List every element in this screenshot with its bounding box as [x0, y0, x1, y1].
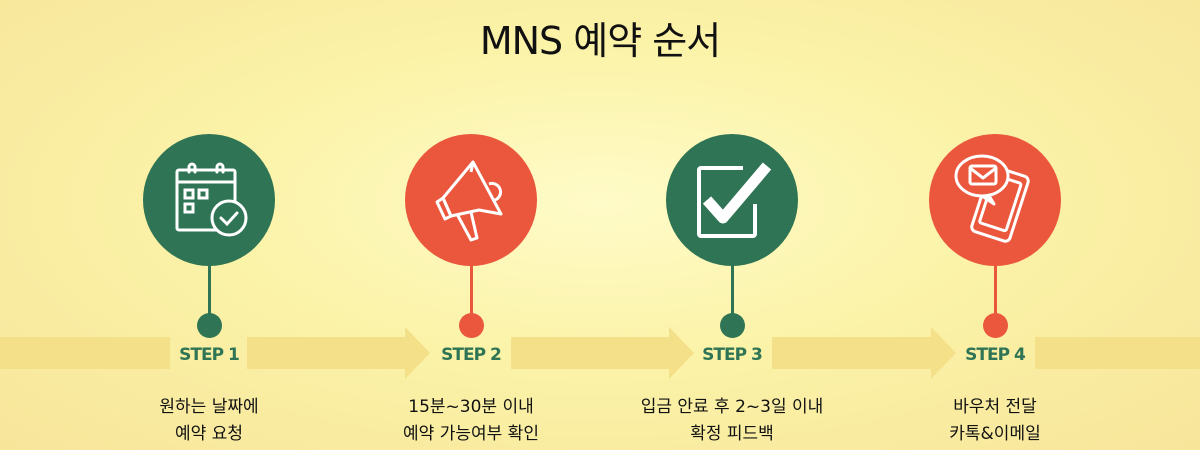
step-3-description: 입금 안료 후 2~3일 이내 확정 피드백	[602, 394, 862, 448]
step-1-connector	[208, 262, 211, 322]
step-1-line-1: 원하는 날짜에	[159, 397, 259, 417]
step-3-connector	[731, 262, 734, 322]
step-4-label: STEP 4	[965, 345, 1026, 365]
step-1-line-2: 예약 요청	[175, 424, 243, 444]
step-2-connector	[470, 262, 473, 322]
timeline-arrow-head	[931, 327, 956, 379]
step-3-dot	[720, 313, 745, 338]
step-2-line-2: 예약 가능여부 확인	[403, 424, 539, 444]
step-4-description: 바우처 전달 카톡&이메일	[865, 394, 1125, 448]
timeline-band	[1035, 337, 1200, 369]
megaphone-icon	[435, 160, 503, 242]
timeline-band	[511, 337, 669, 369]
checkbox-icon	[697, 162, 772, 238]
step-4-circle	[929, 134, 1061, 266]
timeline-arrow-head	[405, 327, 430, 379]
calendar-check-icon	[175, 162, 248, 237]
step-1-dot	[197, 313, 222, 338]
step-2-line-1: 15분~30분 이내	[408, 397, 534, 417]
phone-message-icon	[954, 154, 1030, 243]
step-4-line-2: 카톡&이메일	[949, 424, 1041, 444]
step-2-description: 15분~30분 이내 예약 가능여부 확인	[341, 394, 601, 448]
timeline-band	[247, 337, 406, 369]
timeline-band	[0, 337, 170, 369]
step-4-dot	[983, 313, 1008, 338]
step-1-description: 원하는 날짜에 예약 요청	[79, 394, 339, 448]
step-1-label: STEP 1	[179, 345, 240, 365]
timeline-band	[772, 337, 931, 369]
step-4-line-1: 바우처 전달	[953, 397, 1037, 417]
step-2-circle	[405, 134, 537, 266]
step-3-label: STEP 3	[702, 345, 763, 365]
page-title: MNS 예약 순서	[479, 19, 721, 63]
step-2-label: STEP 2	[441, 345, 502, 365]
step-3-line-1: 입금 안료 후 2~3일 이내	[640, 397, 824, 417]
timeline-arrow-head	[669, 327, 694, 379]
step-2-dot	[459, 313, 484, 338]
step-3-circle	[666, 134, 798, 266]
step-1-circle	[143, 134, 275, 266]
step-4-connector	[994, 262, 997, 322]
step-3-line-2: 확정 피드백	[690, 424, 774, 444]
